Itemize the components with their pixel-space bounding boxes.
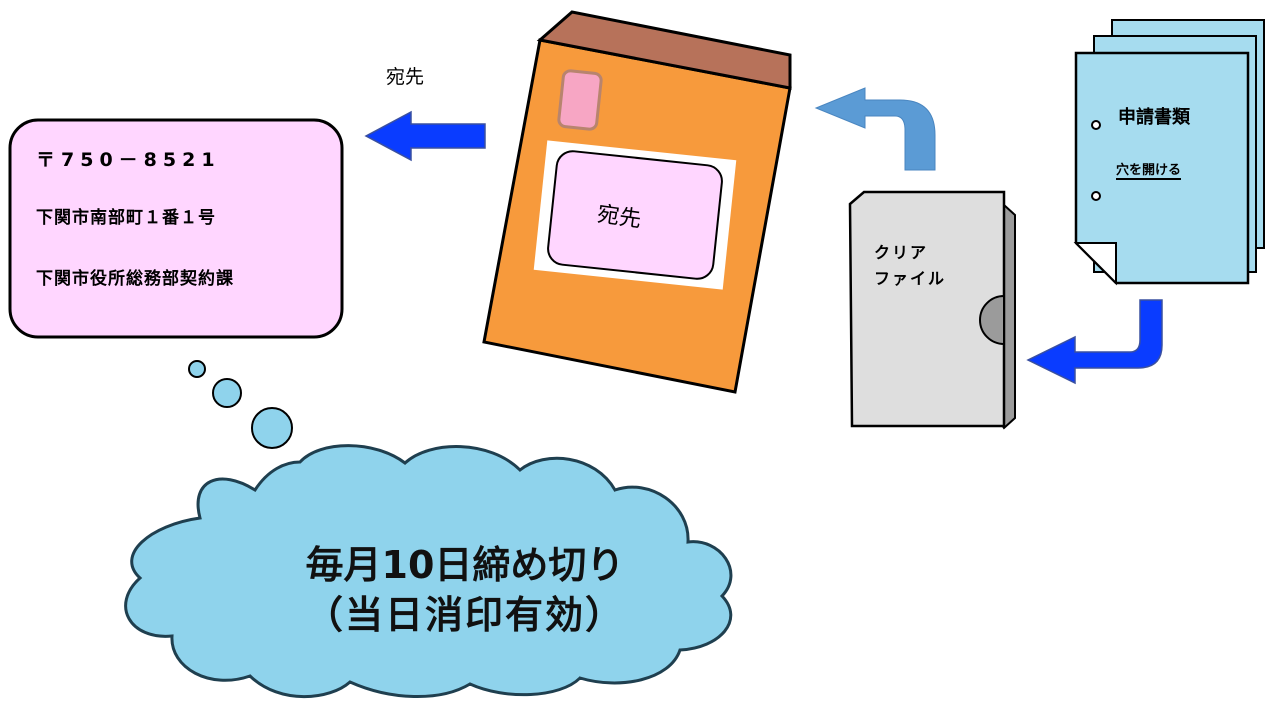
address-box <box>8 118 344 339</box>
clear-file-label: クリア ファイル <box>874 240 946 292</box>
clear-file-notch <box>979 294 1005 346</box>
arrow-to-clear-file <box>1026 299 1163 385</box>
deadline-line2: （当日消印有効） <box>304 593 625 637</box>
deadline-cloud <box>124 444 733 699</box>
envelope <box>482 10 792 394</box>
document-stack <box>1073 19 1265 286</box>
clear-file-front <box>848 190 1006 428</box>
thought-bubble-large <box>251 407 293 449</box>
document-sheet-front <box>1074 51 1250 285</box>
envelope-address-label: 宛先 <box>595 201 643 233</box>
punch-hole-bottom <box>1091 191 1101 201</box>
clear-file <box>848 190 1016 430</box>
stamp <box>557 69 603 131</box>
deadline-text: 毎月10日締め切り （当日消印有効） <box>250 540 680 640</box>
arrow-to-envelope <box>814 87 936 171</box>
deadline-line1: 毎月10日締め切り <box>305 543 625 587</box>
punch-hole-top <box>1091 120 1101 130</box>
document-folded-corner <box>1073 242 1117 286</box>
envelope-label <box>547 150 723 280</box>
thought-bubble-small <box>188 360 206 378</box>
address-street: 下関市南部町１番１号 <box>36 208 216 228</box>
documents-title: 申請書類 <box>1118 107 1190 128</box>
envelope-top-label: 宛先 <box>386 66 425 88</box>
address-postal-code: 〒750－8521 <box>36 149 221 171</box>
envelope-flap <box>536 10 792 90</box>
arrow-to-address <box>364 110 486 162</box>
thought-bubble-medium <box>212 378 242 408</box>
address-office: 下関市役所総務部契約課 <box>36 269 234 289</box>
documents-note: 穴を開ける <box>1116 159 1182 180</box>
clear-file-label-line1: クリア <box>874 243 929 262</box>
clear-file-label-line2: ファイル <box>874 269 947 288</box>
